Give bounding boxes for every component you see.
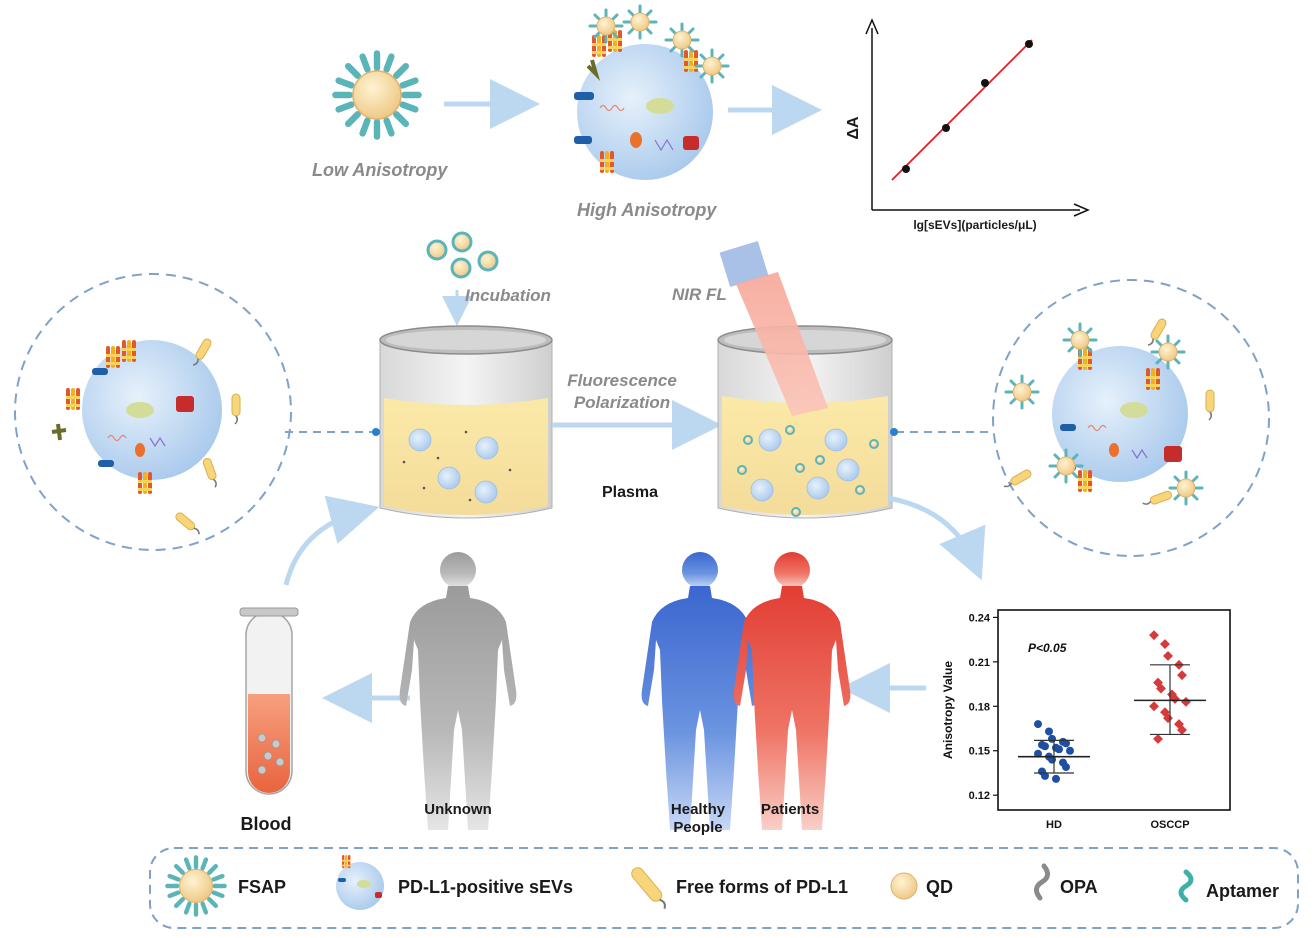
anisotropy-chart: 0.24 0.21 0.18 0.15 0.12 Anisotropy Value P<0.… — [941, 609, 1231, 831]
nir-light-source — [719, 240, 828, 416]
legend-box: FSAP PD-L1-positive sEVs Free forms of P… — [149, 847, 1299, 929]
beaker-right — [717, 325, 893, 519]
calibration-ylabel: ΔA — [845, 116, 862, 140]
legend-aptamer-label: Aptamer — [1206, 881, 1279, 901]
data-point-hd — [1055, 745, 1063, 754]
legend-free-pdl1-label: Free forms of PD-L1 — [676, 877, 848, 897]
fp-label-line2: Polarization — [574, 393, 670, 412]
legend-fsap-label: FSAP — [238, 877, 286, 897]
data-point-hd — [1045, 727, 1053, 736]
data-point-hd — [1041, 771, 1049, 780]
data-point-osccp — [1177, 670, 1187, 681]
calibration-xlabel: lg[sEVs](particles/μL) — [913, 218, 1036, 232]
legend-qd-icon — [890, 872, 918, 900]
data-point-hd — [1034, 749, 1042, 758]
legend-sev-icon — [336, 855, 384, 910]
data-point-osccp — [1149, 701, 1159, 712]
incubation-label: Incubation — [465, 286, 551, 305]
legend-opa-label: OPA — [1060, 877, 1098, 897]
arrow-blood-to-beaker — [283, 495, 380, 586]
data-point-osccp — [1181, 696, 1191, 707]
legend-aptamer-icon — [1178, 869, 1194, 903]
legend-opa-icon — [1034, 863, 1050, 901]
healthy-label-line1: Healthy — [671, 801, 726, 818]
patients-label: Patients — [761, 801, 819, 818]
sev-vesicle — [577, 44, 713, 180]
zoom-circle-left — [14, 273, 380, 551]
blood-label: Blood — [241, 814, 292, 834]
unknown-label: Unknown — [424, 801, 492, 818]
data-point-osccp — [1177, 725, 1187, 735]
data-point-hd — [1041, 742, 1049, 751]
legend-sev-label: PD-L1-positive sEVs — [398, 877, 573, 897]
chart-frame — [997, 609, 1231, 811]
legend-fsap-icon — [167, 857, 224, 914]
beaker-left — [379, 325, 553, 519]
data-point-hd — [1052, 774, 1060, 783]
y-tick-label: 0.15 — [969, 746, 990, 758]
fp-label-line1: Fluorescence — [567, 371, 677, 390]
data-point-osccp — [1156, 683, 1166, 694]
high-anisotropy-label: High Anisotropy — [577, 200, 717, 220]
y-tick-label: 0.21 — [969, 657, 990, 669]
data-point-hd — [1062, 739, 1070, 748]
arrow-beaker-to-chart — [887, 495, 986, 581]
y-tick-label: 0.18 — [969, 701, 990, 713]
x-tick-label: HD — [1046, 819, 1062, 831]
x-tick-label: OSCCP — [1150, 819, 1189, 831]
data-point-hd — [1034, 720, 1042, 729]
legend-qd-label: QD — [926, 877, 953, 897]
calibration-plot: ΔA lg[sEVs](particles/μL) — [845, 18, 1090, 232]
data-point-hd — [1066, 746, 1074, 755]
data-point-hd — [1048, 734, 1056, 743]
data-point-hd — [1062, 763, 1070, 772]
plasma-label: Plasma — [602, 484, 658, 501]
data-point-osccp — [1160, 639, 1170, 650]
blood-tube — [239, 607, 299, 795]
healthy-label-line2: People — [673, 819, 722, 836]
data-point-osccp — [1153, 733, 1163, 744]
legend-free-pdl1-icon — [631, 867, 666, 910]
human-unknown — [399, 552, 517, 830]
nir-fl-label: NIR FL — [672, 285, 727, 304]
chart-ylabel: Anisotropy Value — [941, 661, 955, 759]
y-tick-label: 0.24 — [969, 612, 991, 624]
y-tick-label: 0.12 — [969, 790, 990, 802]
low-anisotropy-fsap — [335, 53, 418, 136]
low-anisotropy-label: Low Anisotropy — [312, 160, 448, 180]
data-point-osccp — [1163, 650, 1173, 661]
chart-annotation: P<0.05 — [1028, 641, 1067, 655]
zoom-circle-right — [890, 279, 1270, 557]
data-point-osccp — [1170, 693, 1180, 704]
high-anisotropy-complex — [574, 4, 730, 180]
qd-cluster — [426, 231, 499, 279]
data-point-osccp — [1149, 630, 1159, 641]
